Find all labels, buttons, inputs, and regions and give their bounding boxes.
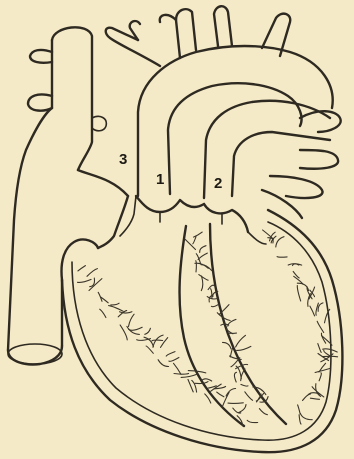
superior-vena-cava [8, 27, 106, 350]
trabecula-strand [120, 325, 127, 340]
trabecula-strand [89, 279, 102, 291]
trabecula-strand [236, 335, 246, 347]
trabecula-strand [241, 384, 248, 386]
trabecula-strand [299, 415, 301, 424]
trabecula-strand [201, 265, 212, 271]
trabecula-strand [196, 261, 197, 272]
trabecula-strand [78, 279, 92, 282]
trabecula-strand [245, 392, 253, 401]
trabecula-strand [222, 392, 229, 407]
trabecula-strand [315, 369, 330, 373]
pulmonary-artery [204, 101, 341, 218]
trabecula-strand [323, 349, 338, 352]
trabecula-strand [318, 344, 321, 353]
trabecula-strand [193, 237, 196, 244]
trabecula-strand [297, 286, 300, 301]
trabecula-strand [109, 306, 124, 312]
trabecula-strand [234, 372, 236, 382]
trabecula-strand [277, 257, 287, 258]
trabecula-strand [129, 327, 143, 330]
trabecula-strand [310, 306, 315, 316]
trabecula-strand [310, 398, 319, 399]
trabecula-strand [129, 314, 135, 326]
interventricular-septum [180, 224, 286, 426]
trabecula-strand [174, 374, 189, 375]
trabecula-strand [198, 253, 207, 260]
trabecula-strand [120, 312, 132, 313]
label-2: 2 [214, 176, 222, 191]
trabecula-strand [146, 346, 153, 353]
trabecula-strand [100, 309, 106, 317]
trabecula-strand [158, 360, 169, 367]
trabecula-strand [152, 340, 163, 341]
trabecula-strand [161, 338, 168, 348]
trabecula-strand [87, 269, 97, 277]
trabecula-strand [211, 304, 219, 307]
heart-wall [62, 170, 343, 452]
trabecula-strand [166, 352, 175, 357]
trabecula-strand [217, 392, 224, 397]
trabecula-strand [194, 232, 203, 237]
trabecula-strand [231, 358, 240, 367]
valves [120, 196, 266, 244]
trabecula-strand [169, 358, 179, 362]
trabecula-strand [276, 237, 284, 247]
aortic-arch [106, 6, 333, 196]
trabecula-strand [247, 420, 258, 422]
trabecula-strand [312, 387, 324, 397]
trabecula-strand [111, 303, 119, 305]
trabecula-strand [78, 266, 86, 271]
trabecula-strand [228, 403, 243, 404]
trabecula-strand [259, 409, 267, 415]
trabeculae [78, 230, 338, 426]
trabecula-strand [317, 321, 324, 332]
trabecula-strand [300, 413, 312, 419]
trabecula-strand [223, 342, 232, 349]
trabecula-strand [200, 246, 206, 253]
label-3: 3 [119, 152, 127, 167]
trabecula-strand [324, 350, 331, 356]
trabecula-strand [205, 394, 211, 403]
trabecula-strand [238, 405, 246, 413]
trabecula-strand [303, 394, 311, 401]
trabecula-strand [201, 276, 203, 291]
trabecula-strand [237, 346, 251, 350]
trabecula-strand [318, 303, 323, 311]
trabecula-strand [145, 328, 151, 334]
inferior-vena-cava [8, 280, 62, 364]
trabecula-strand [174, 363, 182, 374]
trabecula-strand [241, 369, 245, 381]
trabecula-strand [202, 379, 212, 381]
trabecula-strand [319, 373, 321, 381]
trabecula-strand [308, 294, 311, 307]
trabecula-strand [298, 405, 301, 414]
trabecula-strand [309, 287, 315, 299]
label-1: 1 [156, 172, 164, 187]
trabecula-strand [199, 275, 208, 281]
